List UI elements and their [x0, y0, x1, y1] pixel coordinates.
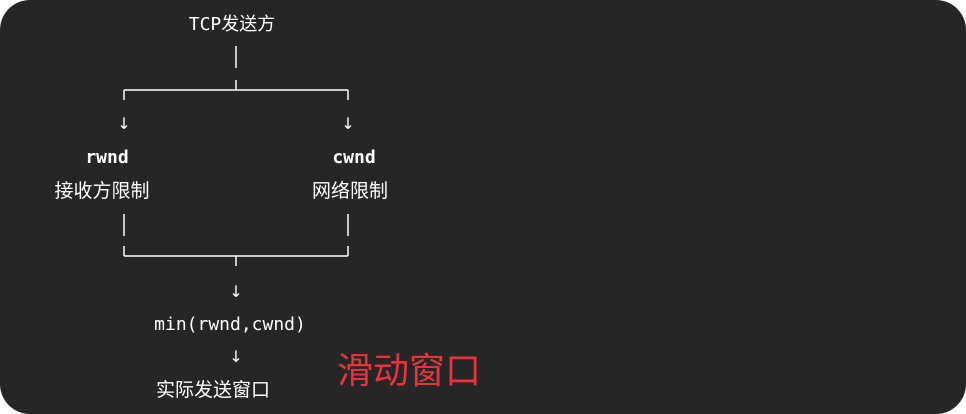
network-limit-label: 网络限制 [311, 180, 389, 202]
tcp-sender-label: TCP发送方 [188, 14, 276, 35]
right-down-arrow-icon: ↓ [341, 114, 355, 133]
min-formula: min(rwnd,cwnd) [154, 314, 306, 335]
sliding-window-annotation: 滑动窗口 [337, 351, 482, 392]
cwnd-label: cwnd [332, 147, 376, 168]
result-down-arrow-icon: ↓ [229, 347, 243, 366]
receiver-limit-label: 接收方限制 [54, 180, 150, 202]
left-down-arrow-icon: ↓ [117, 114, 131, 133]
merge-down-arrow-icon: ↓ [229, 282, 243, 301]
actual-send-window-label: 实际发送窗口 [155, 379, 271, 401]
rwnd-label: rwnd [85, 147, 129, 168]
